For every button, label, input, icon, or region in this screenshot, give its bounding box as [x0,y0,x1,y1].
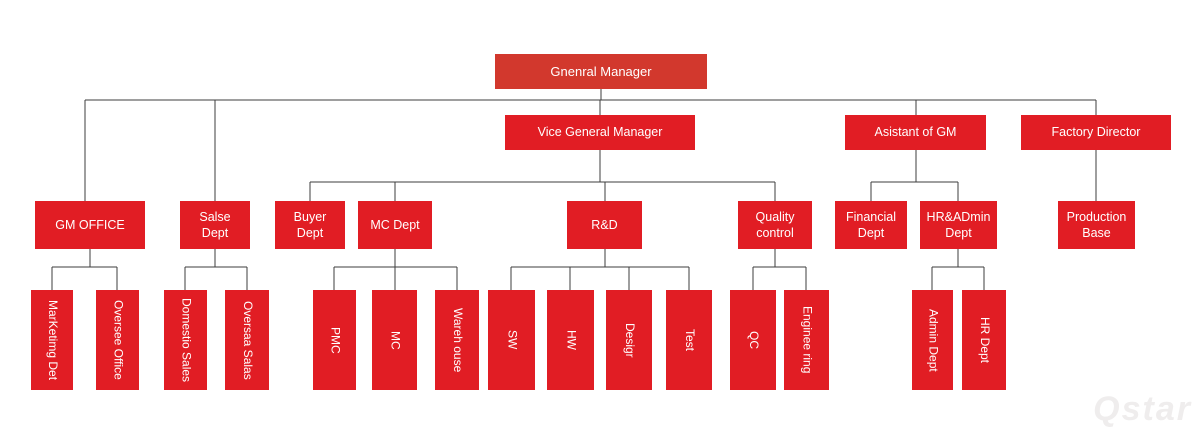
org-node-sw: SW [488,290,535,390]
org-node-quality-control: Quality control [738,201,812,249]
org-node-pmc: PMC [313,290,356,390]
org-node-mc: MC [372,290,417,390]
org-node-hr-admin-dept: HR&ADmin Dept [920,201,997,249]
org-node-assistant-of-gm: Asistant of GM [845,115,986,150]
org-node-production-base: Production Base [1058,201,1135,249]
org-node-marketing-dept: MarKetimg Det [31,290,73,390]
org-node-gm-office: GM OFFICE [35,201,145,249]
org-node-warehouse: Wareh ouse [435,290,479,390]
org-node-factory-director: Factory Director [1021,115,1171,150]
watermark-logo: Qstar [1093,390,1192,428]
org-node-general-manager: Gnenral Manager [495,54,707,89]
org-node-vice-general-manager: Vice General Manager [505,115,695,150]
org-node-design: Desigr [606,290,652,390]
org-node-domestic-sales: Domestio Sales [164,290,207,390]
org-node-test: Test [666,290,712,390]
org-node-admin-dept: Admin Dept [912,290,953,390]
org-node-sales-dept: Salse Dept [180,201,250,249]
org-node-hr-dept: HR Dept [962,290,1006,390]
org-node-overseas-sales: Oversaa Salas [225,290,269,390]
org-node-rnd: R&D [567,201,642,249]
org-node-hw: HW [547,290,594,390]
org-node-oversee-office: Oversee Office [96,290,139,390]
org-node-qc: QC [730,290,776,390]
org-node-mc-dept: MC Dept [358,201,432,249]
org-node-buyer-dept: Buyer Dept [275,201,345,249]
org-node-financial-dept: Financial Dept [835,201,907,249]
org-node-engineering: Enginee ring [784,290,829,390]
